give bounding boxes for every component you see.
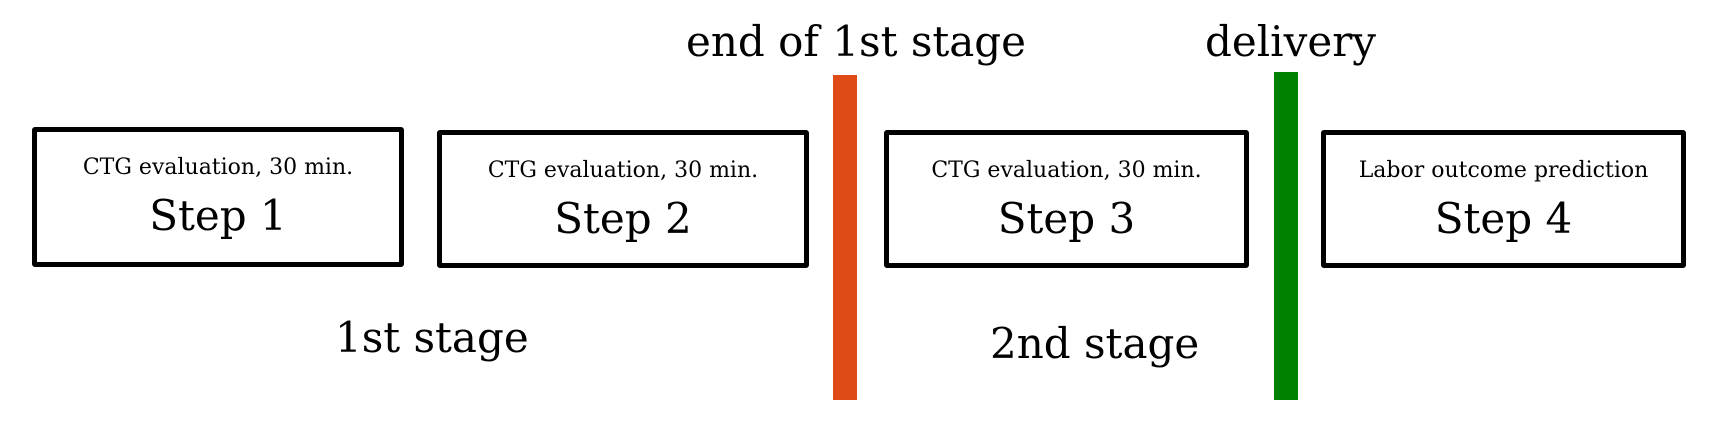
step-2-caption: CTG evaluation, 30 min.: [487, 158, 759, 183]
step-1-caption: CTG evaluation, 30 min.: [82, 155, 354, 180]
step-3-title: Step 3: [997, 194, 1136, 243]
step-4-title: Step 4: [1434, 194, 1573, 243]
step-2-box: CTG evaluation, 30 min. Step 2: [437, 130, 809, 268]
step-3-box: CTG evaluation, 30 min. Step 3: [884, 130, 1249, 268]
step-2-title: Step 2: [554, 194, 692, 243]
step-3-caption: CTG evaluation, 30 min.: [931, 158, 1202, 183]
end-of-first-stage-marker: [833, 75, 857, 400]
delivery-marker: [1274, 72, 1298, 400]
delivery-label: delivery: [1205, 17, 1376, 66]
first-stage-label: 1st stage: [335, 313, 529, 362]
step-1-title: Step 1: [149, 191, 287, 240]
end-of-first-stage-label: end of 1st stage: [686, 17, 1027, 66]
step-4-caption: Labor outcome prediction: [1358, 158, 1649, 183]
second-stage-label: 2nd stage: [990, 319, 1200, 368]
step-1-box: CTG evaluation, 30 min. Step 1: [32, 127, 404, 267]
step-4-box: Labor outcome prediction Step 4: [1321, 130, 1686, 268]
